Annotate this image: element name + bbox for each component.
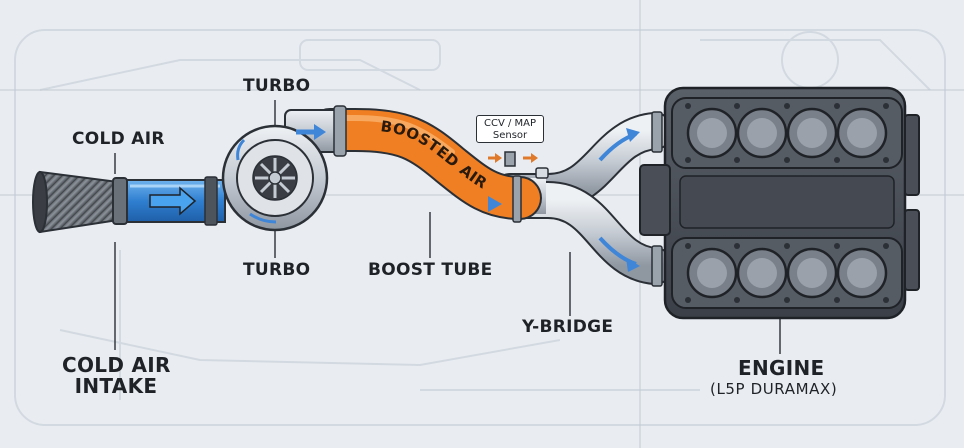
turbo-top-label: TURBO — [243, 76, 311, 96]
cold-air-intake-line1: COLD AIR — [62, 353, 171, 377]
boost-tube-label: BOOST TUBE — [368, 260, 493, 280]
y-bridge-label: Y-BRIDGE — [522, 317, 614, 337]
intake-pipe — [124, 176, 226, 226]
sensor-icon — [488, 151, 549, 179]
flow-arrow-icon — [488, 196, 502, 212]
engine-label: ENGINE — [738, 356, 825, 380]
engine-model-label: (L5P DURAMAX) — [710, 380, 838, 398]
flow-arrow-icon — [236, 138, 246, 161]
sensor-label-box: CCV / MAP Sensor — [476, 115, 544, 143]
flow-arrow-icon — [249, 212, 277, 224]
sensor-label-line1: CCV / MAP — [483, 118, 537, 129]
flow-arrow-icon — [314, 124, 326, 140]
sensor-label-line2: Sensor — [492, 130, 528, 141]
turbo-bottom-label: TURBO — [243, 260, 311, 280]
engine-icon — [639, 86, 920, 320]
flow-arrow-icon — [626, 258, 640, 272]
leader-lines — [114, 100, 781, 354]
cold-air-intake-label: COLD AIR INTAKE — [62, 355, 170, 397]
cold-air-intake-line2: INTAKE — [74, 374, 158, 398]
flow-arrow-icon — [149, 186, 197, 216]
turbo-icon — [221, 105, 347, 232]
flow-arrow-icon — [626, 128, 640, 142]
boost-tube: BOOSTED AIR — [308, 108, 542, 223]
cold-air-label: COLD AIR — [72, 129, 165, 149]
air-filter-icon — [32, 170, 128, 234]
